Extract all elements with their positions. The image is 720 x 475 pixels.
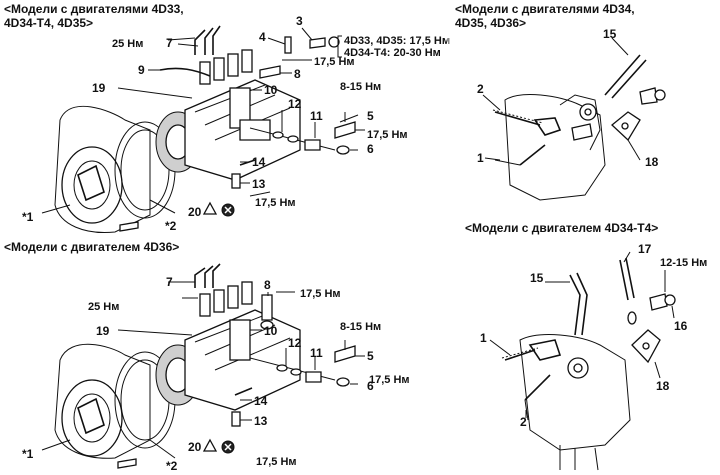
gear-housing — [61, 379, 123, 457]
gear-housing — [61, 146, 123, 224]
diagram-bottom-right: 12-15 Нм 15 17 16 1 18 2 — [480, 242, 707, 471]
governor-housing — [519, 334, 631, 451]
header-top-left-line2: 4D34-T4, 4D35> — [4, 16, 93, 30]
part-label: *1 — [22, 210, 34, 224]
part-label: 7 — [166, 36, 173, 50]
part-label: 15 — [603, 27, 617, 41]
rear-plate-outline — [54, 105, 151, 234]
part-label: *2 — [165, 219, 177, 233]
part-label: 2 — [520, 415, 527, 429]
part-label: 1 — [480, 331, 487, 345]
governor-housing — [504, 94, 606, 201]
part-label: 18 — [645, 155, 659, 169]
part-label: 12 — [288, 336, 302, 350]
torque-17-5: 17,5 Нм — [300, 288, 341, 300]
part-label: 8 — [294, 67, 301, 81]
header-top-right-line1: <Модели с двигателями 4D34, — [455, 2, 635, 16]
torque-17-5: 17,5 Нм — [256, 456, 297, 468]
part-label: *1 — [22, 447, 34, 461]
part-label: 15 — [530, 271, 544, 285]
part-label: 1 — [477, 151, 484, 165]
part-label: 9 — [138, 63, 145, 77]
note-line2: 4D34-T4: 20-30 Нм — [344, 47, 441, 59]
part-label: 19 — [96, 324, 110, 338]
part-label: 12 — [288, 97, 302, 111]
header-bottom-left: <Модели с двигателем 4D36> — [4, 240, 179, 254]
part-label: 20 — [188, 440, 202, 454]
torque-17-5: 17,5 Нм — [255, 197, 296, 209]
part-label: 16 — [674, 319, 688, 333]
torque-17-5: 17,5 Нм — [367, 129, 408, 141]
part-label: 5 — [367, 349, 374, 363]
part-label: 3 — [296, 14, 303, 28]
part-label: 20 — [188, 205, 202, 219]
header-top-left-line1: <Модели с двигателями 4D33, — [4, 2, 184, 16]
torque-8-15: 8-15 Нм — [340, 321, 381, 333]
diagram-top-left: 25 Нм 17,5 Нм 8-15 Нм 17,5 Нм 17,5 Нм 4D… — [22, 14, 450, 234]
pipe — [604, 54, 641, 96]
part-label: 6 — [367, 379, 374, 393]
part-label: 4 — [259, 30, 266, 44]
torque-25: 25 Нм — [112, 38, 143, 50]
part-label: 13 — [254, 414, 268, 428]
torque-8-15: 8-15 Нм — [340, 81, 381, 93]
header-top-right-line2: 4D35, 4D36> — [455, 16, 526, 30]
part-label: 11 — [310, 109, 323, 123]
header-bottom-right: <Модели с двигателем 4D34-T4> — [465, 221, 658, 235]
torque-12-15: 12-15 Нм — [660, 257, 707, 269]
diagram-top-right: 2 1 15 18 — [477, 27, 666, 201]
fuel-pipes — [194, 25, 221, 55]
torque-17-5: 17,5 Нм — [314, 56, 355, 68]
part-label: 5 — [367, 109, 374, 123]
part-label: 11 — [310, 346, 323, 360]
part-label: 14 — [254, 394, 268, 408]
pipe — [569, 274, 581, 336]
part-label: 19 — [92, 81, 106, 95]
diagram-bottom-left: 25 Нм 17,5 Нм 8-15 Нм 17,5 Нм 17,5 Нм 7 … — [22, 263, 410, 473]
torque-25: 25 Нм — [88, 301, 119, 313]
part-label: 6 — [367, 142, 374, 156]
part-label: 2 — [477, 82, 484, 96]
part-label: 18 — [656, 379, 670, 393]
fuel-pipes — [194, 263, 221, 288]
part-label: 10 — [264, 83, 278, 97]
part-label: *2 — [166, 459, 178, 473]
part-label: 13 — [252, 177, 266, 191]
part-label: 8 — [264, 278, 271, 292]
torque-17-5: 17,5 Нм — [369, 374, 410, 386]
part-label: 17 — [638, 242, 652, 256]
part-label: 10 — [264, 324, 278, 338]
part-label: 14 — [252, 155, 266, 169]
part-label: 7 — [166, 275, 173, 289]
note-line1: 4D33, 4D35: 17,5 Нм — [344, 35, 450, 47]
